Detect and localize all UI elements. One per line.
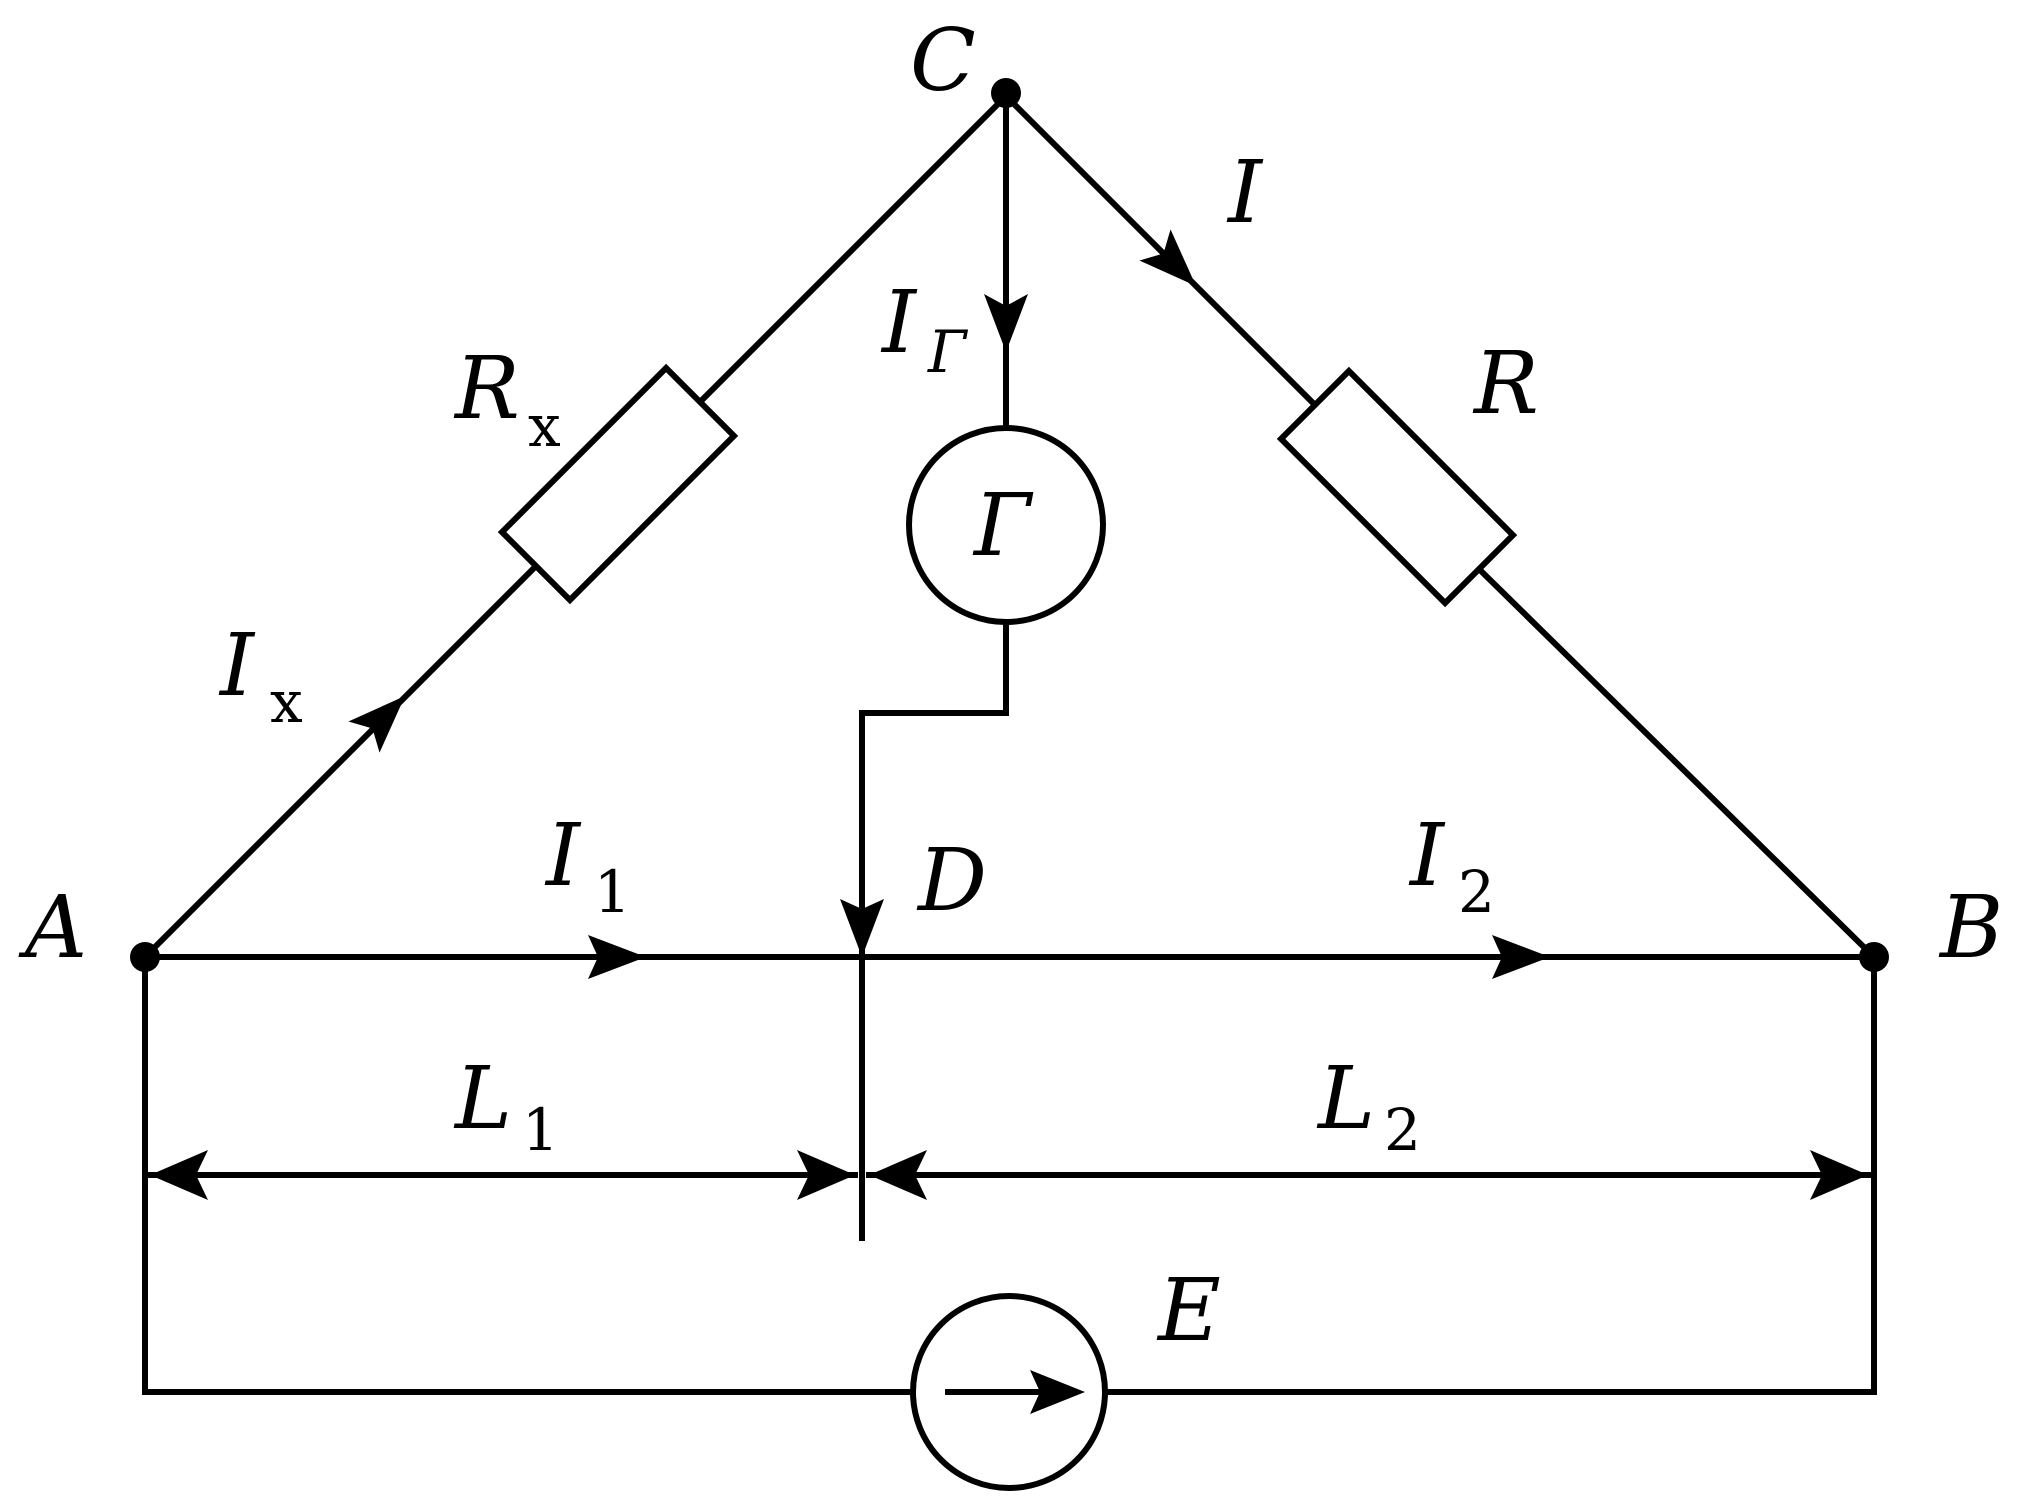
l1-left-arrowhead bbox=[150, 1150, 208, 1200]
current-i1-arrow bbox=[588, 935, 646, 979]
resistor-rx-subscript: x bbox=[528, 392, 561, 460]
node-a-label: A bbox=[18, 878, 87, 978]
l1-right-arrowhead bbox=[797, 1150, 855, 1200]
length-l1-subscript: 1 bbox=[522, 1096, 559, 1164]
node-b-dot bbox=[1859, 942, 1889, 972]
current-ig-subscript: Г bbox=[927, 318, 969, 386]
current-ix-arrow bbox=[348, 696, 405, 753]
wire-c-to-r bbox=[1001, 91, 1318, 408]
resistor-r bbox=[1276, 366, 1518, 608]
length-l2-subscript: 2 bbox=[1384, 1096, 1421, 1164]
current-i1-subscript: 1 bbox=[594, 858, 631, 926]
source-label: E bbox=[1156, 1261, 1221, 1361]
source-arrow-head bbox=[1030, 1370, 1085, 1414]
wire-source-right bbox=[1101, 954, 1877, 1395]
resistor-rx-label: R bbox=[453, 339, 520, 439]
current-i1-label: I bbox=[544, 806, 582, 906]
current-i-label: I bbox=[1226, 143, 1264, 243]
current-ig-arrow bbox=[984, 294, 1028, 352]
resistor-rx bbox=[497, 363, 739, 605]
current-ig-label: I bbox=[880, 273, 918, 373]
d-contact-arrow bbox=[840, 899, 884, 957]
current-i2-arrow bbox=[1492, 935, 1550, 979]
galvanometer-circle bbox=[906, 425, 1106, 625]
length-l1-label: L bbox=[453, 1049, 512, 1149]
wire-r-to-b bbox=[1476, 566, 1879, 962]
wire-source-left bbox=[142, 954, 917, 1395]
current-ix-label: I bbox=[218, 616, 256, 716]
length-l2-label: L bbox=[1316, 1049, 1375, 1149]
l2-left-arrowhead bbox=[869, 1150, 927, 1200]
resistor-r-label: R bbox=[1472, 334, 1539, 434]
node-c-label: C bbox=[910, 11, 976, 111]
wire-a-to-rx bbox=[140, 562, 540, 962]
current-ix-subscript: x bbox=[270, 668, 303, 736]
node-b-label: B bbox=[1938, 878, 2003, 978]
current-i-arrow bbox=[1139, 229, 1196, 286]
current-i2-label: I bbox=[1408, 806, 1446, 906]
node-c-dot bbox=[991, 78, 1021, 108]
galvanometer-label: Г bbox=[972, 476, 1034, 576]
wire-galvanometer-to-d bbox=[859, 619, 1009, 960]
current-i2-subscript: 2 bbox=[1458, 858, 1495, 926]
wire-rx-to-c bbox=[696, 91, 1011, 406]
node-d-label: D bbox=[916, 831, 987, 931]
node-a-dot bbox=[130, 942, 160, 972]
l2-right-arrowhead bbox=[1810, 1150, 1868, 1200]
